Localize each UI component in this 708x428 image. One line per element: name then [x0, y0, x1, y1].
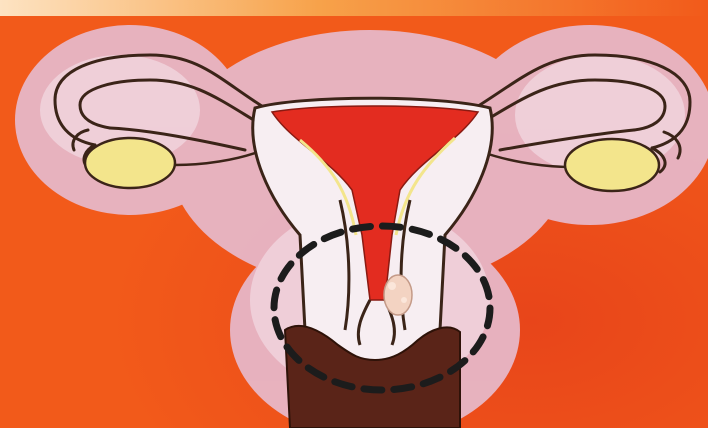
top-glow-strip — [0, 0, 708, 16]
left-ovary — [85, 138, 175, 188]
cervical-lesion — [384, 275, 412, 315]
right-ovary — [565, 139, 659, 191]
